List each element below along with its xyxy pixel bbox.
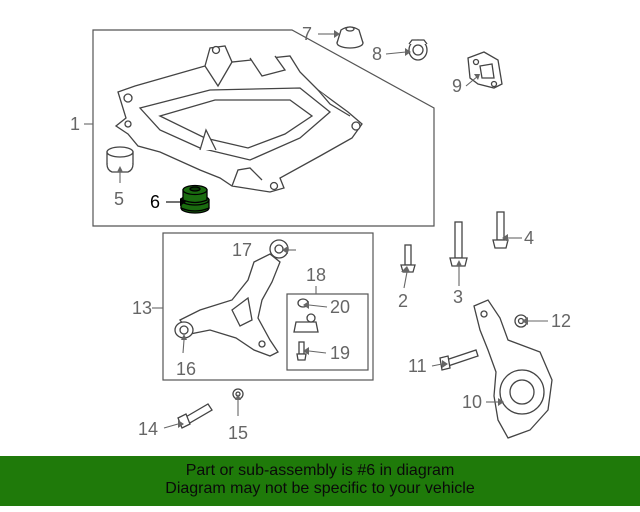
bushing-part-16: [174, 321, 194, 339]
bushing-part-8: [408, 39, 428, 61]
callout-2: 2: [398, 291, 409, 311]
callout-6-highlighted: 6: [150, 192, 161, 212]
bolt-part-2: [400, 244, 416, 273]
highlighted-mount-part-6: [180, 184, 210, 214]
callout-9: 9: [452, 76, 463, 96]
leader-arrowheads: [117, 30, 528, 428]
ball-joint-group-box: [286, 293, 369, 371]
ball-joint-part-19: [293, 313, 319, 361]
bolt-part-11: [439, 349, 479, 371]
knuckle-part-10: [473, 299, 553, 439]
control-arm-part-13: [179, 253, 281, 357]
bolt-part-4: [492, 211, 509, 249]
bolt-part-3: [449, 221, 468, 267]
leader-lines: [84, 33, 548, 429]
bushing-part-17: [269, 239, 289, 259]
callout-11: 11: [408, 356, 427, 376]
cap-part-7: [336, 26, 364, 49]
callout-4: 4: [524, 228, 535, 248]
callout-1: 1: [70, 114, 81, 134]
callout-7: 7: [302, 24, 313, 44]
bolt-part-14: [177, 403, 213, 429]
callout-12: 12: [551, 311, 572, 331]
callout-15: 15: [228, 423, 249, 443]
subframe-group-box: [92, 29, 435, 227]
control-arm-group-box: [162, 232, 374, 381]
bushing-part-5: [106, 146, 134, 173]
subframe-part: [114, 45, 363, 193]
parts-diagram: [84, 26, 553, 439]
info-banner: Part or sub-assembly is #6 in diagram Di…: [0, 456, 640, 506]
callout-5: 5: [114, 189, 125, 209]
nut-part-12: [514, 314, 528, 328]
callout-3: 3: [453, 287, 464, 307]
callout-17: 17: [232, 240, 253, 260]
banner-line-part: Part or sub-assembly is #6 in diagram: [185, 462, 455, 479]
callout-20: 20: [330, 297, 351, 317]
callout-8: 8: [372, 44, 383, 64]
callout-19: 19: [330, 343, 351, 363]
bracket-part-9: [467, 51, 503, 89]
callout-14: 14: [138, 419, 159, 439]
banner-line-disclaimer: Diagram may not be specific to your vehi…: [165, 480, 475, 497]
callout-16: 16: [176, 359, 197, 379]
callout-18: 18: [306, 265, 327, 285]
callout-13: 13: [132, 298, 153, 318]
callout-10: 10: [462, 392, 483, 412]
